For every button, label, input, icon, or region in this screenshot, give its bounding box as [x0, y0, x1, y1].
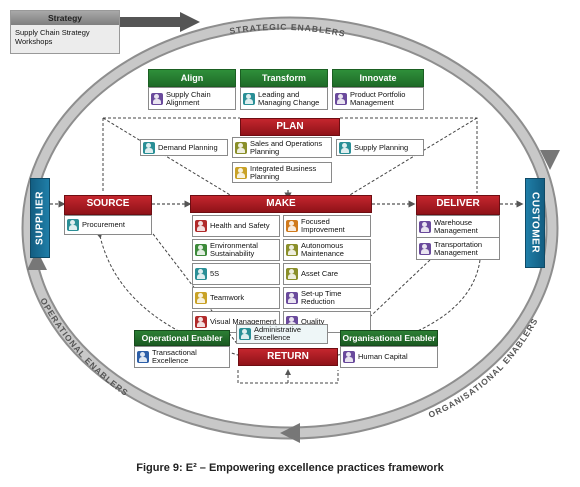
person-icon [195, 220, 207, 232]
person-icon [143, 141, 155, 154]
person-icon [286, 244, 298, 256]
person-icon [286, 268, 298, 280]
person-icon [195, 244, 207, 256]
deliver-block: DELIVER Warehouse Management Transportat… [416, 195, 500, 260]
enabler-header: Align [148, 69, 236, 87]
operational-header: Operational Enabler [134, 330, 230, 346]
organisational-enabler: Organisational Enabler Human Capital [340, 330, 438, 368]
admin-excellence-item: Administrative Excellence [236, 324, 328, 344]
operational-item: Transactional Excellence [134, 346, 230, 368]
enabler-item: Product Portfolio Management [332, 87, 424, 110]
strategy-header: Strategy [11, 11, 119, 25]
person-icon [67, 219, 79, 231]
person-icon [286, 220, 298, 232]
source-header: SOURCE [64, 195, 152, 215]
deliver-item: Transportation Management [416, 238, 500, 260]
return-header: RETURN [238, 348, 338, 366]
person-icon [419, 220, 431, 233]
enabler-transform: Transform Leading and Managing Change [240, 69, 328, 110]
plan-item-demand: Demand Planning [140, 139, 228, 156]
organisational-item: Human Capital [340, 346, 438, 368]
plan-item-ibp: Integrated Business Planning [232, 162, 332, 183]
enabler-header: Innovate [332, 69, 424, 87]
person-icon [335, 92, 347, 105]
make-item: 5S [192, 263, 280, 285]
deliver-item: Warehouse Management [416, 215, 500, 238]
person-icon [137, 351, 149, 363]
strategy-item: Supply Chain Strategy Workshops [15, 28, 90, 46]
make-item: Set-up Time Reduction [283, 287, 371, 309]
deliver-header: DELIVER [416, 195, 500, 215]
make-header: MAKE [190, 195, 372, 213]
person-icon [151, 92, 163, 105]
enabler-header: Transform [240, 69, 328, 87]
person-icon [195, 316, 207, 328]
make-item: Health and Safety [192, 215, 280, 237]
make-right-column: Focused Improvement Autonomous Maintenan… [283, 215, 371, 333]
make-item: Teamwork [192, 287, 280, 309]
operational-enabler: Operational Enabler Transactional Excell… [134, 330, 230, 368]
source-block: SOURCE Procurement [64, 195, 152, 235]
make-left-column: Health and Safety Environmental Sustaina… [192, 215, 280, 333]
person-icon [195, 268, 207, 280]
person-icon [243, 92, 255, 105]
person-icon [339, 141, 351, 154]
plan-item-sop: Sales and Operations Planning [232, 137, 332, 158]
enabler-align: Align Supply Chain Alignment [148, 69, 236, 110]
enabler-item: Supply Chain Alignment [148, 87, 236, 110]
strategy-card: Strategy Supply Chain Strategy Workshops [10, 10, 120, 54]
make-item: Asset Care [283, 263, 371, 285]
plan-header: PLAN [240, 118, 340, 136]
make-item: Focused Improvement [283, 215, 371, 237]
enabler-innovate: Innovate Product Portfolio Management [332, 69, 424, 110]
plan-item-supply: Supply Planning [336, 139, 424, 156]
figure-caption: Figure 9: E² – Empowering excellence pra… [136, 462, 444, 474]
person-icon [419, 242, 431, 255]
person-icon [239, 328, 251, 340]
make-item: Environmental Sustainability [192, 239, 280, 261]
enabler-item: Leading and Managing Change [240, 87, 328, 110]
supplier-bar: SUPPLIER [30, 178, 50, 258]
person-icon [343, 351, 355, 363]
person-icon [235, 141, 247, 154]
person-icon [235, 166, 247, 179]
organisational-header: Organisational Enabler [340, 330, 438, 346]
source-item: Procurement [64, 215, 152, 235]
person-icon [195, 292, 207, 304]
make-item: Autonomous Maintenance [283, 239, 371, 261]
customer-bar: CUSTOMER [525, 178, 545, 268]
person-icon [286, 292, 298, 304]
